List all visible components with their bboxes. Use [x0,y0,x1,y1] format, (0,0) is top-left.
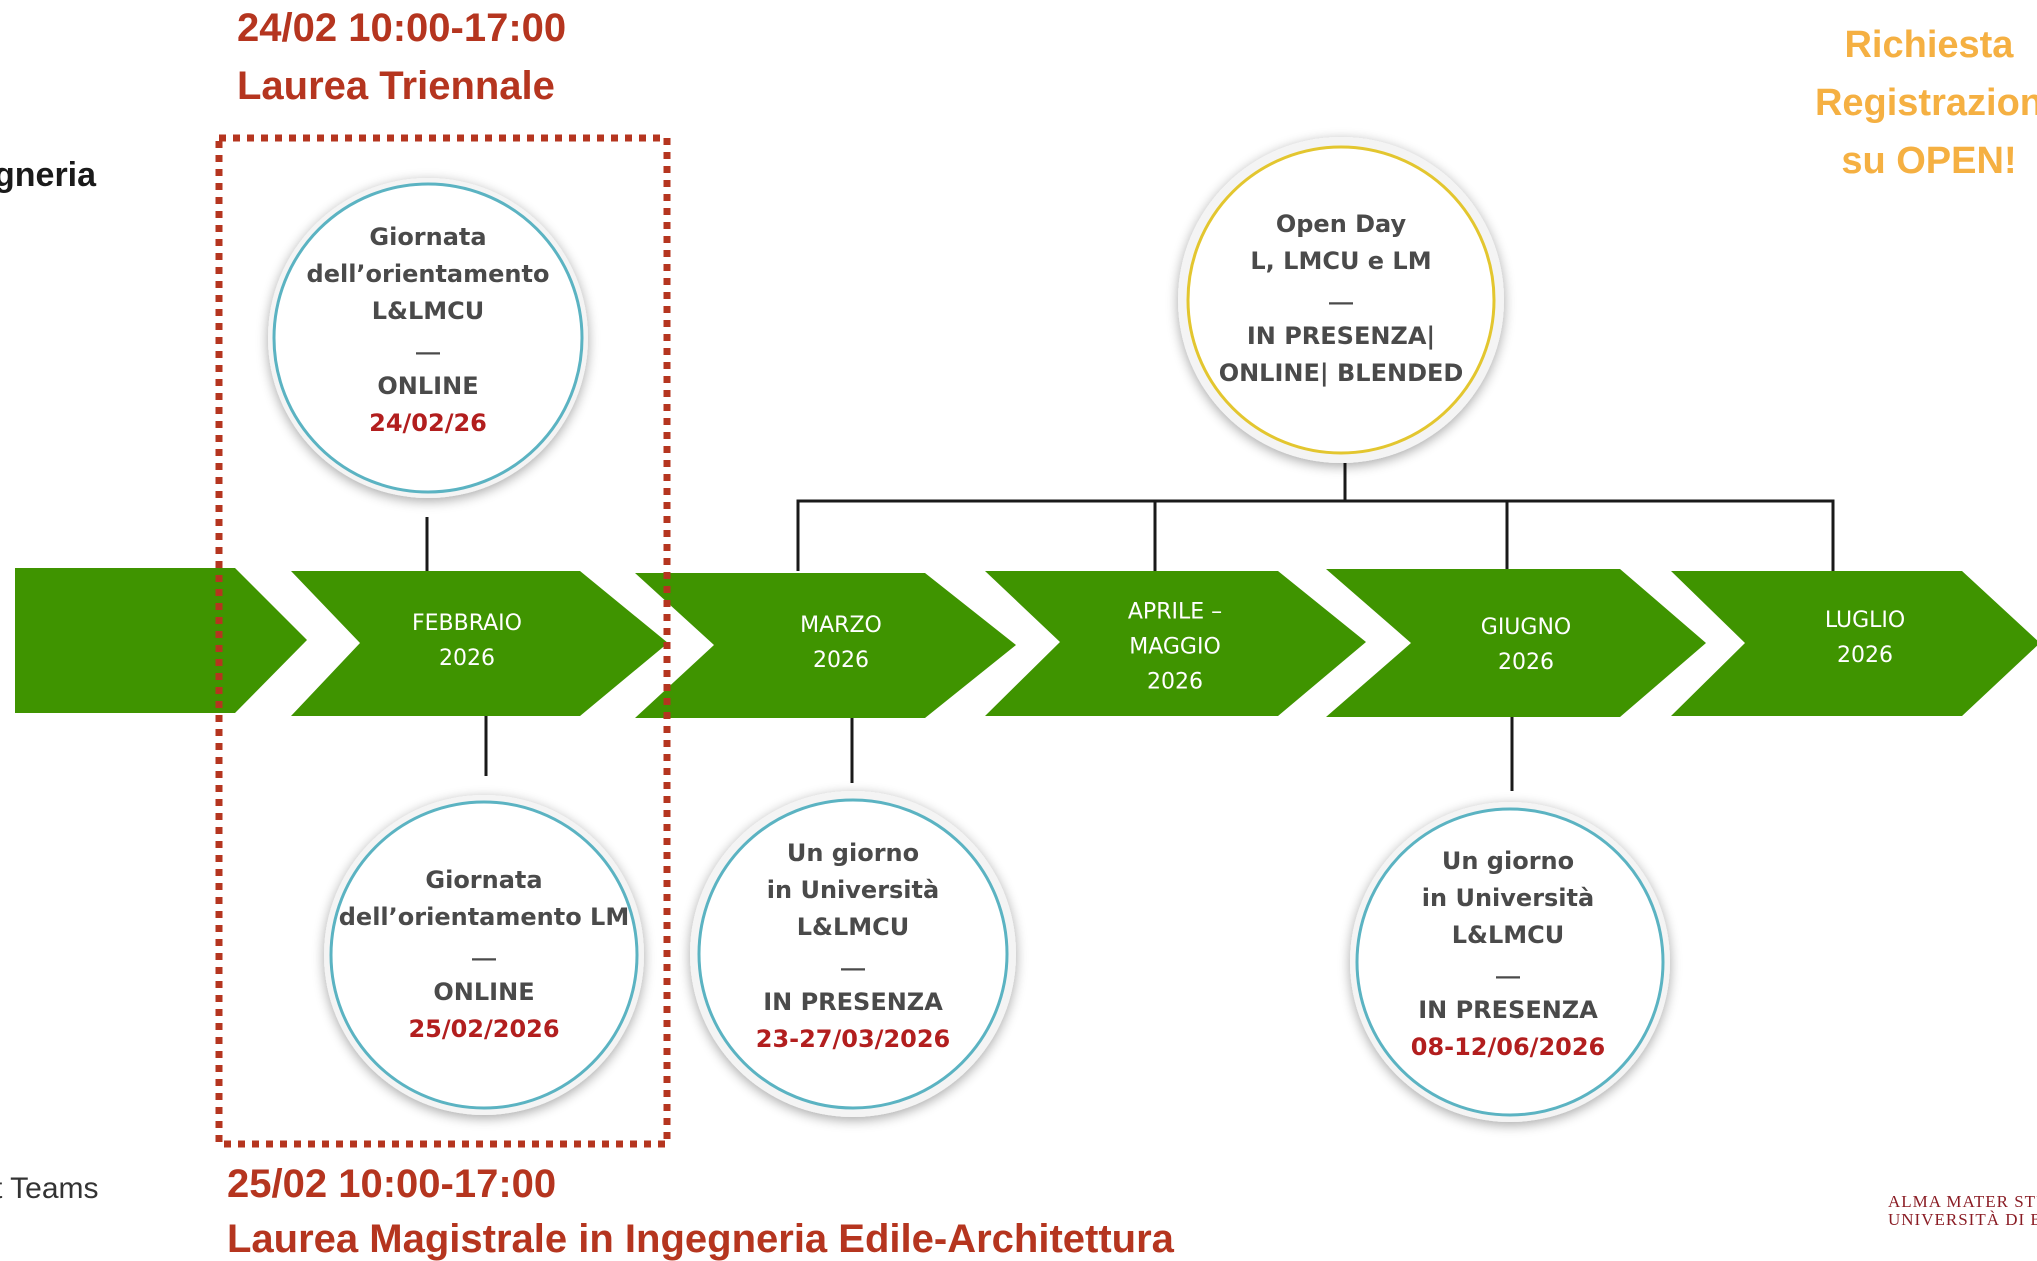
ring-giorno-marzo [697,798,1009,1110]
ring-open-day [1186,145,1496,455]
timeline-arrow-aprile-maggio [985,571,1366,716]
timeline-arrow-start [15,568,307,713]
request-line-1: Richiesta [1844,24,2014,66]
event-open-day: Open Day L, LMCU e LM __ IN PRESENZA| ON… [1218,210,1464,387]
side-fragment-text: gneria [0,156,97,194]
connector-open-day-branch [796,499,1835,571]
event-orientamento-lm: Giornata dell’orientamento LM __ ONLINE … [338,866,630,1043]
date-magistrale: 25/02 10:00-17:00 [227,1162,557,1206]
date-triennale: 24/02 10:00-17:00 [237,6,567,50]
teams-fragment-text: t Teams [0,1172,99,1205]
event-orientamento-triennale: Giornata dell’orientamento L&LMCU __ ONL… [306,223,550,437]
registration-request-note: Richiesta Registrazion su OPEN! [1815,16,2037,190]
ring-giorno-giugno [1355,807,1665,1117]
timeline-arrow-luglio [1671,571,2037,716]
timeline-arrow-febbraio [291,571,668,716]
arrow-label-giugno: GIUGNO 2026 [1480,615,1572,675]
highlight-box [215,134,671,1148]
arrow-label-luglio: LUGLIO 2026 [1824,608,1906,668]
arrow-label-marzo: MARZO 2026 [800,613,882,673]
timeline-arrow-marzo [635,573,1016,718]
university-logo: ALMA MATER STU UNIVERSITÀ DI B [1888,1192,2037,1229]
title-triennale: Laurea Triennale [237,64,555,108]
event-giorno-marzo: Un giorno in Università L&LMCU __ IN PRE… [755,839,951,1053]
request-line-2: Registrazion [1814,82,2037,124]
ring-orientamento-lm [329,800,639,1110]
title-magistrale: Laurea Magistrale in Ingegneria Edile-Ar… [227,1217,1174,1261]
arrow-label-aprile-maggio: APRILE – MAGGIO 2026 [1127,599,1223,695]
timeline-arrow-giugno [1326,569,1706,717]
ring-orientamento-triennale [272,182,584,494]
arrow-label-febbraio: FEBBRAIO 2026 [412,611,522,671]
request-line-3: su OPEN! [1841,140,2017,182]
event-giorno-giugno: Un giorno in Università L&LMCU __ IN PRE… [1410,847,1606,1061]
